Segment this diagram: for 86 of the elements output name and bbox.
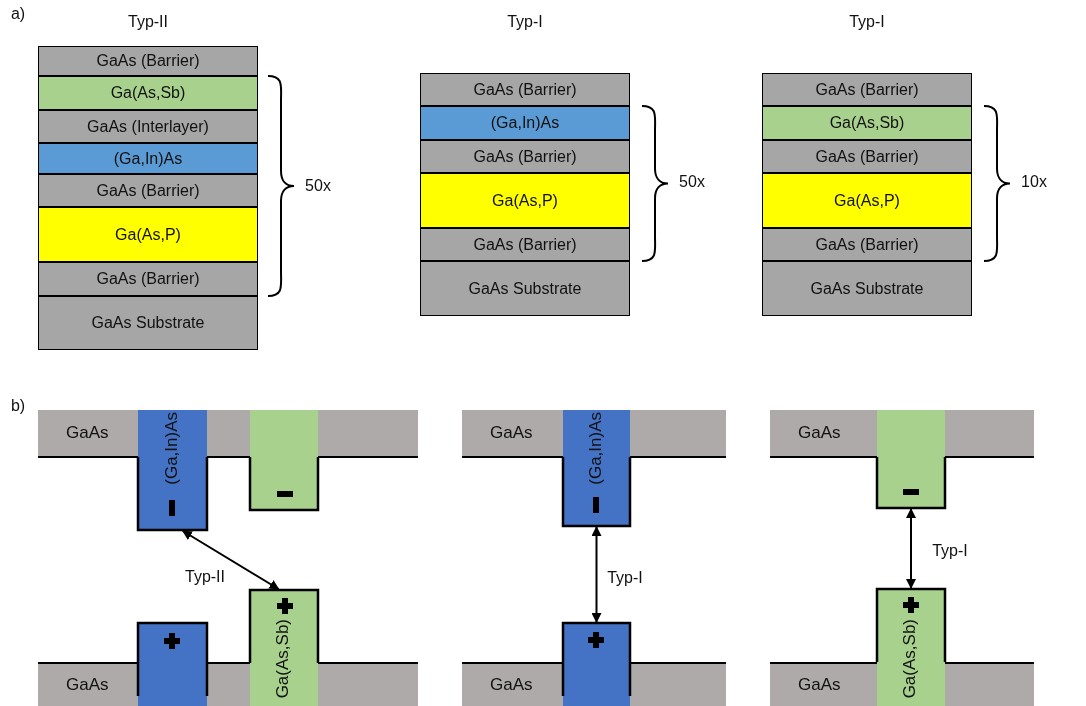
- layer-label: Ga(As,Sb): [110, 84, 186, 102]
- layer-box: [38, 46, 258, 76]
- layer-label: GaAs Substrate: [468, 279, 582, 298]
- repeat-count: 10x: [1021, 173, 1047, 191]
- layer-box: [38, 262, 258, 296]
- quantum-well: [877, 410, 945, 508]
- layer-box: [38, 207, 258, 262]
- material-label: GaAs: [490, 675, 533, 695]
- layer-label: GaAs (Barrier): [815, 147, 919, 166]
- valence-barrier: [250, 590, 318, 706]
- valence-barrier: [877, 589, 945, 706]
- band-region: [462, 662, 563, 706]
- band-region: [38, 410, 138, 458]
- band-region: [318, 410, 418, 458]
- panel-label: a): [10, 5, 26, 23]
- layer-label: (Ga,In)As: [490, 114, 560, 132]
- valence-barrier: [563, 623, 630, 706]
- band-region: [630, 662, 726, 706]
- material-label: GaAs: [66, 423, 109, 443]
- stack-title: Typ-I: [849, 13, 885, 31]
- edge-label: Typ-I: [930, 542, 970, 560]
- layer-label: GaAs (Barrier): [815, 80, 919, 99]
- layer-label: GaAs (Barrier): [473, 235, 577, 254]
- layer-box: [762, 106, 972, 140]
- double-arrow: [591, 526, 602, 623]
- layer-label: GaAs (Barrier): [473, 147, 577, 166]
- material-label: GaAs: [798, 675, 841, 695]
- layer-box: [420, 106, 630, 140]
- material-label: GaAs: [798, 423, 841, 443]
- band-region: [770, 662, 877, 706]
- band-region: [945, 410, 1034, 458]
- quantum-well: [563, 410, 630, 526]
- layer-label: GaAs Substrate: [91, 314, 205, 332]
- layer-label: GaAs (Barrier): [96, 181, 200, 200]
- layer-label: Ga(As,P): [115, 225, 181, 244]
- layer-box: [420, 140, 630, 173]
- layer-box: [38, 174, 258, 207]
- material-label: GaAs: [490, 423, 533, 443]
- double-arrow: [906, 508, 916, 589]
- repeat-count: 50x: [679, 173, 705, 191]
- layer-label: Ga(As,Sb): [829, 114, 905, 132]
- layer-box: [38, 110, 258, 143]
- edge-label: Typ-II: [183, 568, 227, 586]
- material-label: GaAs: [66, 675, 109, 695]
- quantum-well: [138, 410, 207, 530]
- layer-label: GaAs (Barrier): [96, 270, 200, 288]
- stack-title: Typ-II: [128, 13, 168, 31]
- layer-label: GaAs (Interlayer): [87, 117, 209, 136]
- repeat-count: 50x: [305, 177, 331, 195]
- layer-box: [420, 228, 630, 261]
- band-region: [207, 410, 250, 458]
- band-region: [38, 662, 138, 706]
- layer-label: Ga(As,P): [492, 191, 558, 210]
- valence-barrier: [138, 623, 207, 706]
- quantum-well: [250, 410, 318, 510]
- double-arrow: [181, 530, 280, 590]
- band-region: [945, 662, 1034, 706]
- layer-box: [38, 76, 258, 110]
- band-region: [462, 410, 563, 458]
- material-label: Ga(As,Sb): [273, 618, 293, 698]
- layer-label: Ga(As,P): [834, 191, 900, 210]
- material-label: (Ga,In)As: [585, 412, 606, 485]
- edge-label: Typ-I: [605, 569, 645, 587]
- layer-box: [38, 143, 258, 174]
- band-region: [770, 410, 877, 458]
- band-region: [207, 662, 250, 706]
- material-label: Ga(As,Sb): [900, 618, 920, 698]
- layer-box: [420, 261, 630, 316]
- stack-title: Typ-I: [507, 13, 543, 31]
- layer-box: [420, 73, 630, 106]
- band-region: [318, 662, 418, 706]
- layer-box: [762, 140, 972, 173]
- layer-box: [420, 173, 630, 228]
- band-region: [630, 410, 726, 458]
- layer-box: [762, 173, 972, 228]
- panel-label: b): [10, 397, 26, 415]
- layer-box: [762, 73, 972, 106]
- layer-label: GaAs (Barrier): [473, 80, 577, 99]
- layer-box: [762, 261, 972, 316]
- layer-label: (Ga,In)As: [113, 149, 183, 168]
- layer-label: GaAs Substrate: [810, 279, 924, 298]
- layer-label: GaAs (Barrier): [815, 235, 919, 254]
- material-label: (Ga,In)As: [161, 412, 182, 485]
- layer-box: [38, 296, 258, 350]
- layer-label: GaAs (Barrier): [96, 52, 200, 70]
- layer-box: [762, 228, 972, 261]
